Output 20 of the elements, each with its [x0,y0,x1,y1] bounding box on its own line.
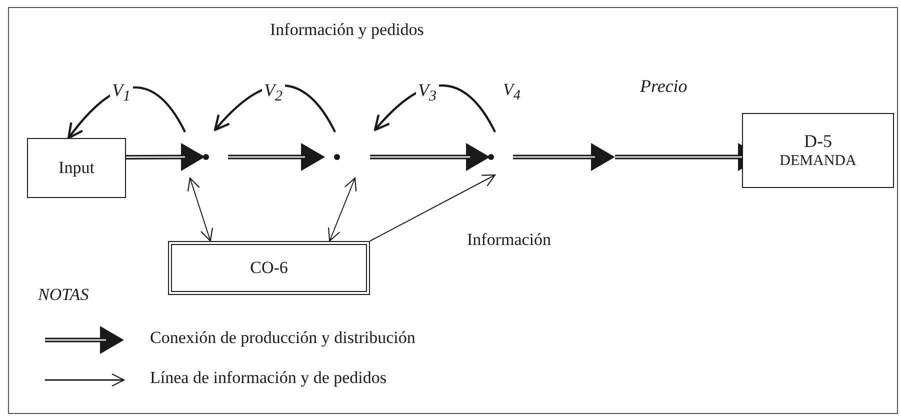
text-label: Información [467,230,552,250]
double-line-arrow [126,143,205,172]
process-box [742,113,894,188]
double-line-arrow [370,143,490,171]
note-label: V$_{4}$ [503,80,520,104]
double-border-box [168,241,370,295]
arrow [187,177,213,242]
double-line-arrow [228,143,326,171]
double-line-arrow [513,143,615,171]
note-label: NOTAS [38,285,89,305]
node-label: D-5 [804,130,832,152]
text-label: Información y pedidos [270,20,424,40]
arrow [328,177,357,242]
legend-text: Conexión de producción y distribución [150,328,416,348]
process-box [27,138,126,198]
legend-text: Línea de información y de pedidos [150,368,387,388]
node-label: DEMANDA [780,152,856,172]
node-label: Input [58,157,94,179]
arrow [370,174,496,242]
node-label: CO-6 [250,257,288,279]
